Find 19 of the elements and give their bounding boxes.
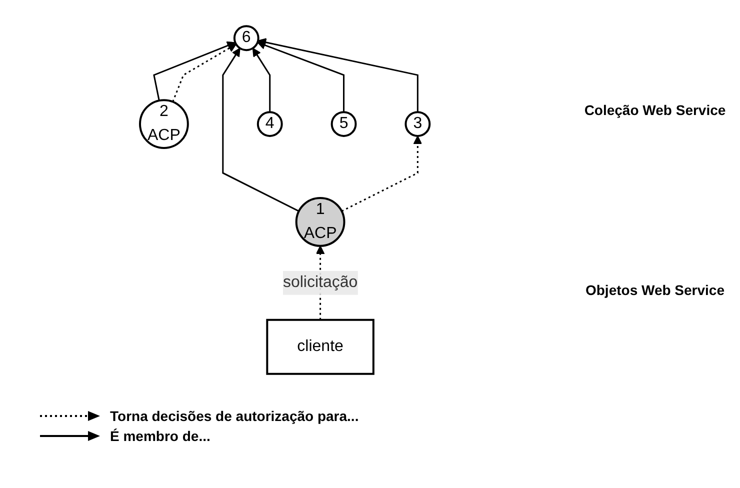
level-label: Coleção Web Service [583,102,727,118]
node-circle: 3 [404,111,431,137]
arrow [342,136,422,212]
arrow [252,48,271,112]
level-label: Objetos Web Service [584,282,726,298]
node-circle: 4 [257,111,283,137]
legend-text: Torna decisões de autorização para... [110,408,359,424]
node-circle: 1 ACP [296,196,346,247]
arrow [153,41,236,101]
arrow [172,44,237,102]
node-circle: 6 [234,25,260,52]
arrow [258,38,419,112]
legend-text: É membro de... [110,428,210,444]
edge-label: solicitação [283,274,358,291]
arrow [222,48,300,212]
node-circle: 2 ACP [139,99,190,149]
arrow [257,41,345,112]
node-circle: 5 [331,111,357,137]
node-box: cliente [266,318,375,375]
